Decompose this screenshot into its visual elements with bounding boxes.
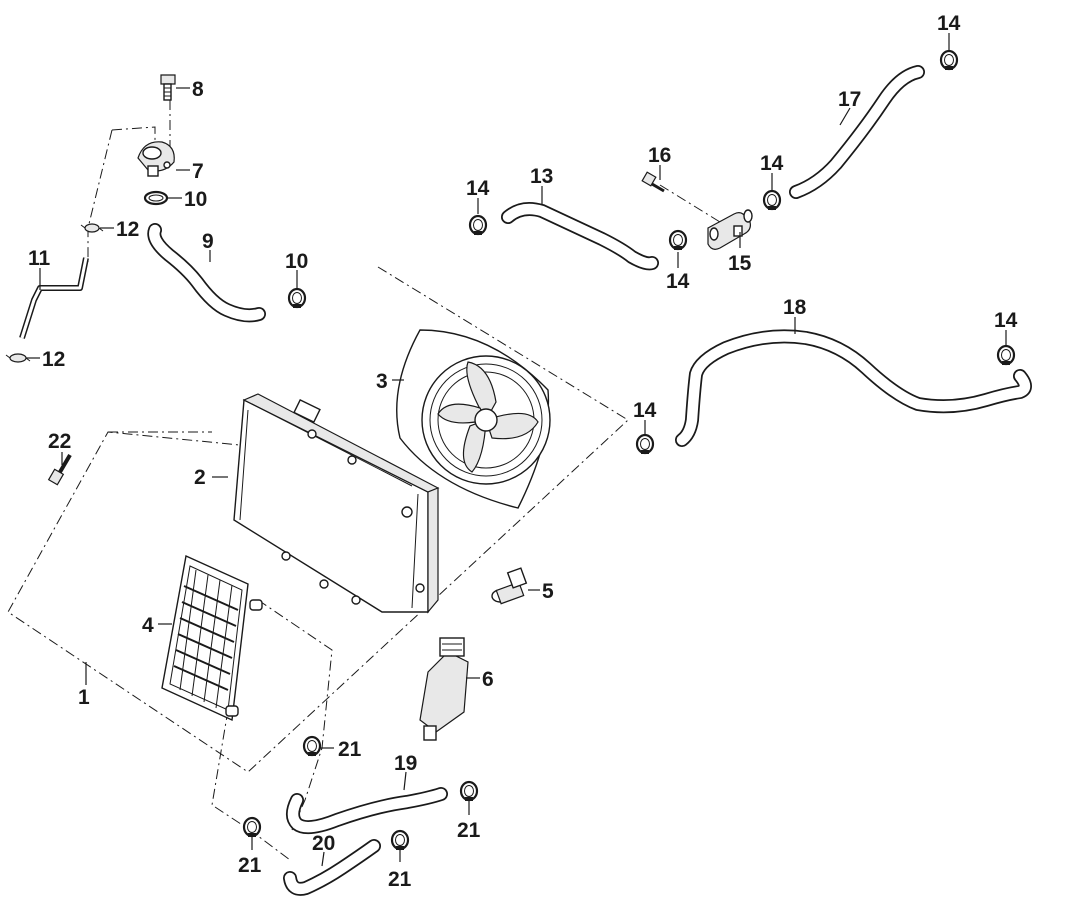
callout-6: 6 (482, 668, 494, 691)
hose-part-13 (501, 202, 659, 271)
callout-21b: 21 (457, 819, 481, 842)
callout-12a: 12 (116, 218, 139, 241)
callout-21d: 21 (388, 868, 412, 891)
callout-22: 22 (48, 430, 71, 453)
callout-9: 9 (202, 230, 214, 253)
callout-12b: 12 (42, 348, 65, 371)
radiator-part-2 (233, 393, 440, 614)
callout-8: 8 (192, 78, 204, 101)
callout-17: 17 (838, 88, 861, 111)
callout-18: 18 (783, 296, 807, 319)
hose-part-19 (286, 787, 448, 835)
hose-part-20 (283, 839, 381, 896)
bolt-part-8 (160, 74, 176, 101)
callout-11: 11 (28, 247, 51, 270)
hose-part-18 (675, 329, 1032, 447)
callout-1: 1 (78, 686, 90, 709)
clamp-part-10-top (143, 190, 169, 206)
hose-part-17 (789, 65, 925, 199)
callout-14d: 14 (937, 12, 961, 35)
oil-cooler-part-4 (161, 554, 263, 722)
callout-10b: 10 (285, 250, 308, 273)
tube-part-11 (19, 257, 89, 339)
callout-13: 13 (530, 165, 553, 188)
hose-part-9 (147, 223, 266, 323)
clip-part-12-top (80, 223, 104, 233)
sensor-part-5 (491, 567, 528, 605)
clamp-part-10-right (287, 287, 307, 310)
callout-14c: 14 (760, 152, 784, 175)
callout-3: 3 (376, 370, 388, 393)
callout-7: 7 (192, 160, 204, 183)
thermostat-housing-part-7 (137, 141, 175, 177)
callout-21a: 21 (338, 738, 362, 761)
callout-20: 20 (312, 832, 335, 855)
callout-4: 4 (142, 614, 154, 637)
t-fitting-part-15 (707, 209, 753, 250)
bolt-part-16 (641, 171, 665, 193)
callout-labels: 1 2 3 4 5 6 7 8 9 10 10 11 12 12 13 14 1… (28, 12, 1018, 891)
callout-5: 5 (542, 580, 554, 603)
bolt-part-22 (47, 453, 72, 486)
callout-21c: 21 (238, 854, 262, 877)
callout-15: 15 (728, 252, 752, 275)
switch-part-6 (419, 637, 469, 741)
callout-19: 19 (394, 752, 417, 775)
callout-14b: 14 (666, 270, 690, 293)
callout-14f: 14 (633, 399, 657, 422)
callout-10a: 10 (184, 188, 207, 211)
callout-16: 16 (648, 144, 671, 167)
callout-14a: 14 (466, 177, 490, 200)
leader-lines (26, 33, 1007, 867)
callout-2: 2 (194, 466, 206, 489)
fan-assembly-part-3 (396, 329, 551, 509)
callout-14e: 14 (994, 309, 1018, 332)
